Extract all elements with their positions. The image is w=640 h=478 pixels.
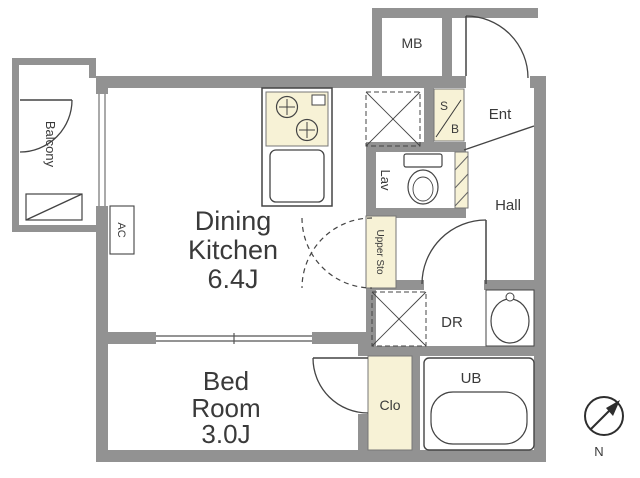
- balcony-frame-bottom: [12, 225, 96, 232]
- burner-icon: [295, 118, 319, 142]
- lav-label: Lav: [378, 170, 393, 191]
- dining-kitchen-label-1: Dining: [195, 206, 272, 236]
- sink: [269, 149, 325, 203]
- wall-divider-right: [312, 332, 368, 344]
- wall-hall-dr-b: [484, 280, 546, 290]
- upper-storage: [365, 215, 397, 289]
- mb-label: MB: [402, 35, 423, 51]
- washbasin: [490, 298, 530, 344]
- wall-divider-left: [108, 332, 156, 344]
- refrigerator-space: [365, 91, 421, 147]
- wall-bottom: [96, 450, 546, 462]
- ub-label: UB: [461, 370, 482, 387]
- balcony: Balcony: [12, 58, 96, 232]
- ac-label: AC: [115, 222, 127, 237]
- dining-kitchen-label-2: Kitchen: [188, 235, 278, 265]
- north-label: N: [594, 444, 603, 459]
- balcony-frame-left: [12, 58, 19, 232]
- wall-lav-bottom: [366, 208, 466, 218]
- balcony-frame-top: [12, 58, 96, 65]
- entrance-area: S B Ent: [433, 15, 535, 151]
- ent-label: Ent: [489, 106, 512, 123]
- ac-unit: AC: [109, 205, 135, 255]
- mb-wall-right: [442, 8, 452, 86]
- dk-door-arc: [301, 217, 373, 289]
- shoe-box-slash: [435, 99, 462, 138]
- bed-room-label-2: Room: [191, 393, 260, 423]
- wall-dr-left: [366, 288, 376, 348]
- wall-lav-top: [366, 142, 466, 152]
- bathtub-outer: [423, 357, 535, 451]
- entry-door-arc: [465, 15, 529, 79]
- faucet-icon: [505, 292, 515, 302]
- wall-clo-ub: [412, 356, 420, 452]
- closet-box: [367, 355, 413, 451]
- clo-door-opening: [358, 356, 368, 414]
- washer-space: [371, 291, 427, 347]
- hall-label: Hall: [495, 197, 521, 214]
- kitchen-unit: [261, 87, 421, 207]
- lav-door-hatch: [454, 173, 469, 189]
- lav-door-hatch: [454, 191, 469, 207]
- powder-room: DR: [371, 289, 535, 347]
- burner-icon: [275, 95, 299, 119]
- evacuation-hatch-diagonal: [25, 193, 83, 221]
- wall-dr-ub: [358, 346, 546, 356]
- toilet-bowl: [407, 169, 439, 205]
- toilet-seat: [412, 176, 434, 202]
- balcony-window: [96, 94, 108, 206]
- closet: Clo: [312, 355, 413, 451]
- balcony-partition-arc: [19, 99, 73, 153]
- meter-box: MB: [402, 35, 423, 51]
- bathtub-inner: [430, 391, 528, 445]
- unit-bath: UB: [423, 357, 535, 451]
- balcony-label: Balcony: [43, 121, 58, 168]
- dining-kitchen-size: 6.4J: [207, 264, 258, 294]
- mb-wall-top: [372, 8, 452, 18]
- wall-top: [96, 76, 546, 88]
- lavatory: Lav: [378, 151, 469, 209]
- mb-wall-left: [372, 8, 382, 86]
- bed-room-label-1: Bed: [203, 366, 249, 396]
- openings: [96, 76, 530, 414]
- wall-lav-left: [366, 142, 376, 218]
- lav-door-hatch: [454, 155, 469, 171]
- front-door-opening: [466, 76, 530, 88]
- wall-sb-left: [424, 88, 434, 152]
- shoe-box-label-top: S: [440, 99, 448, 113]
- dr-door-arc: [421, 219, 487, 285]
- upper-storage-label: Upper Sto: [374, 229, 385, 274]
- washer-diag2: [371, 291, 427, 347]
- compass-needle-tip: [606, 400, 620, 416]
- stove-control: [311, 94, 326, 106]
- wall-right: [534, 76, 546, 462]
- hall-area: Hall Upper Sto: [301, 197, 521, 289]
- clo-label: Clo: [379, 397, 400, 413]
- ac-box: [109, 205, 135, 255]
- refrigerator-diag2: [365, 91, 421, 147]
- shoe-box-label-bottom: B: [451, 122, 459, 136]
- compass: N: [584, 396, 624, 459]
- dk-door-arc: [301, 217, 373, 289]
- alcove-wall-top: [452, 8, 538, 18]
- toilet-tank: [403, 153, 443, 168]
- dr-label: DR: [441, 314, 463, 331]
- room-labels: Dining Kitchen 6.4J Bed Room 3.0J: [188, 206, 278, 449]
- clo-door-arc: [312, 357, 369, 414]
- genkan-step: [463, 125, 535, 151]
- bed-room-size: 3.0J: [201, 419, 250, 449]
- balcony-corner: [89, 58, 96, 78]
